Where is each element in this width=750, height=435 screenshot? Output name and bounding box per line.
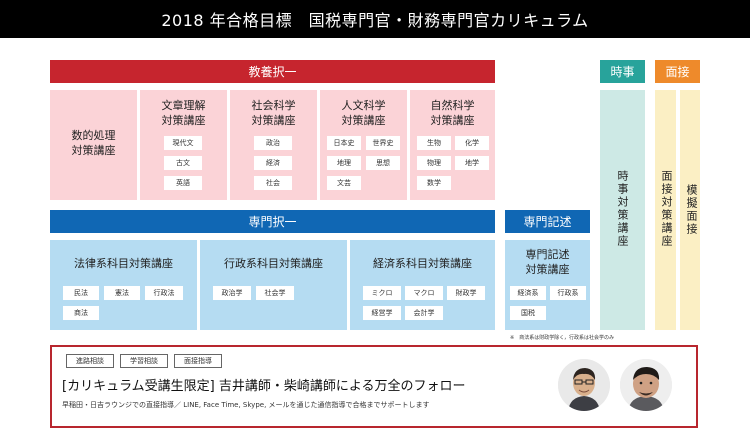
chip-kaikeigaku: 会計学 <box>405 306 443 320</box>
mensetsu-course-title: 面接対策講座 <box>660 170 673 248</box>
chip-gyoseiho: 行政法 <box>145 286 183 300</box>
follow-subtext: 早稲田・日吉ラウンジでの直接指導／ LINE, Face Time, Skype… <box>62 401 430 409</box>
chip-butsuri: 物理 <box>417 156 451 170</box>
chip-kenpo: 憲法 <box>104 286 140 300</box>
tag-gakushu: 学習相談 <box>120 354 168 368</box>
chip-gendaibun: 現代文 <box>164 136 202 150</box>
kijutsu-header: 専門記述 <box>505 210 590 233</box>
chip-bungei: 文芸 <box>327 176 361 190</box>
mensetsu-course-box: 面接対策講座 <box>655 90 676 330</box>
jiji-header: 時事 <box>600 60 645 83</box>
chip-keizai: 経済 <box>254 156 292 170</box>
chip-kagaku: 化学 <box>455 136 489 150</box>
chip-micro: ミクロ <box>363 286 401 300</box>
chip-chigaku: 地学 <box>455 156 489 170</box>
avatar-yoshii <box>558 359 610 411</box>
math-course-box: 数的処理 対策講座 <box>50 90 137 200</box>
gyosei-course-box: 行政系科目対策講座 政治学 社会学 <box>200 240 347 330</box>
footnote: ※ 商法系は財政学除く，行政系は社会学のみ <box>510 335 615 341</box>
jinbun-course-box: 人文科学 対策講座 日本史 世界史 地理 思想 文芸 <box>320 90 407 200</box>
mogi-mensetsu-title: 模擬面接 <box>685 184 698 236</box>
math-course-title: 数的処理 対策講座 <box>71 129 116 157</box>
tag-shinro: 進路相談 <box>66 354 114 368</box>
chip-eigo: 英語 <box>164 176 202 190</box>
kijutsu-course-title: 専門記述 対策講座 <box>525 248 570 276</box>
chip-kobun: 古文 <box>164 156 202 170</box>
chip-shakaigaku: 社会学 <box>256 286 294 300</box>
chip-seiji: 政治 <box>254 136 292 150</box>
hou-course-title: 法律系科目対策講座 <box>74 257 173 270</box>
chip-kokuzei: 国税 <box>510 306 546 320</box>
kyoyo-header: 教養択一 <box>50 60 495 83</box>
mogi-mensetsu-box: 模擬面接 <box>680 90 700 330</box>
avatar-shibasaki <box>620 359 672 411</box>
gyosei-course-title: 行政系科目対策講座 <box>224 257 323 270</box>
keizai-course-box: 経済系科目対策講座 ミクロ マクロ 財政学 経営学 会計学 <box>350 240 495 330</box>
follow-up-panel: 進路相談 学習相談 面接指導 [カリキュラム受講生限定] 吉井講師・柴崎講師によ… <box>50 345 698 428</box>
shakai-course-box: 社会科学 対策講座 政治 経済 社会 <box>230 90 317 200</box>
chip-shakai: 社会 <box>254 176 292 190</box>
mensetsu-header: 面接 <box>655 60 700 83</box>
chip-sekaishi: 世界史 <box>366 136 400 150</box>
follow-headline: [カリキュラム受講生限定] 吉井講師・柴崎講師による万全のフォロー <box>62 379 466 394</box>
chip-shoho: 商法 <box>63 306 99 320</box>
chip-chiri: 地理 <box>327 156 361 170</box>
shizen-course-box: 自然科学 対策講座 生物 化学 物理 地学 数学 <box>410 90 495 200</box>
chip-macro: マクロ <box>405 286 443 300</box>
chip-zaiseigaku: 財政学 <box>447 286 485 300</box>
hou-course-box: 法律系科目対策講座 民法 憲法 行政法 商法 <box>50 240 197 330</box>
senmon-header: 専門択一 <box>50 210 495 233</box>
bunsho-course-title: 文章理解 対策講座 <box>161 99 206 127</box>
jiji-course-box: 時事対策講座 <box>600 90 645 330</box>
chip-shiso: 思想 <box>366 156 400 170</box>
chip-keieigaku: 経営学 <box>363 306 401 320</box>
chip-minpo: 民法 <box>63 286 99 300</box>
chip-sugaku: 数学 <box>417 176 451 190</box>
kijutsu-course-box: 専門記述 対策講座 経済系 行政系 国税 <box>505 240 590 330</box>
tag-mensetsu: 面接指導 <box>174 354 222 368</box>
shakai-course-title: 社会科学 対策講座 <box>251 99 296 127</box>
chip-gyoseikei: 行政系 <box>550 286 586 300</box>
page-title: 2018 年合格目標 国税専門官・財務専門官カリキュラム <box>0 0 750 38</box>
jiji-course-title: 時事対策講座 <box>616 170 629 248</box>
jinbun-course-title: 人文科学 対策講座 <box>341 99 386 127</box>
chip-seijigaku: 政治学 <box>213 286 251 300</box>
chip-nihonshi: 日本史 <box>327 136 361 150</box>
shizen-course-title: 自然科学 対策講座 <box>430 99 475 127</box>
bunsho-course-box: 文章理解 対策講座 現代文 古文 英語 <box>140 90 227 200</box>
chip-seibutsu: 生物 <box>417 136 451 150</box>
keizai-course-title: 経済系科目対策講座 <box>373 257 472 270</box>
chip-keizaikei: 経済系 <box>510 286 546 300</box>
